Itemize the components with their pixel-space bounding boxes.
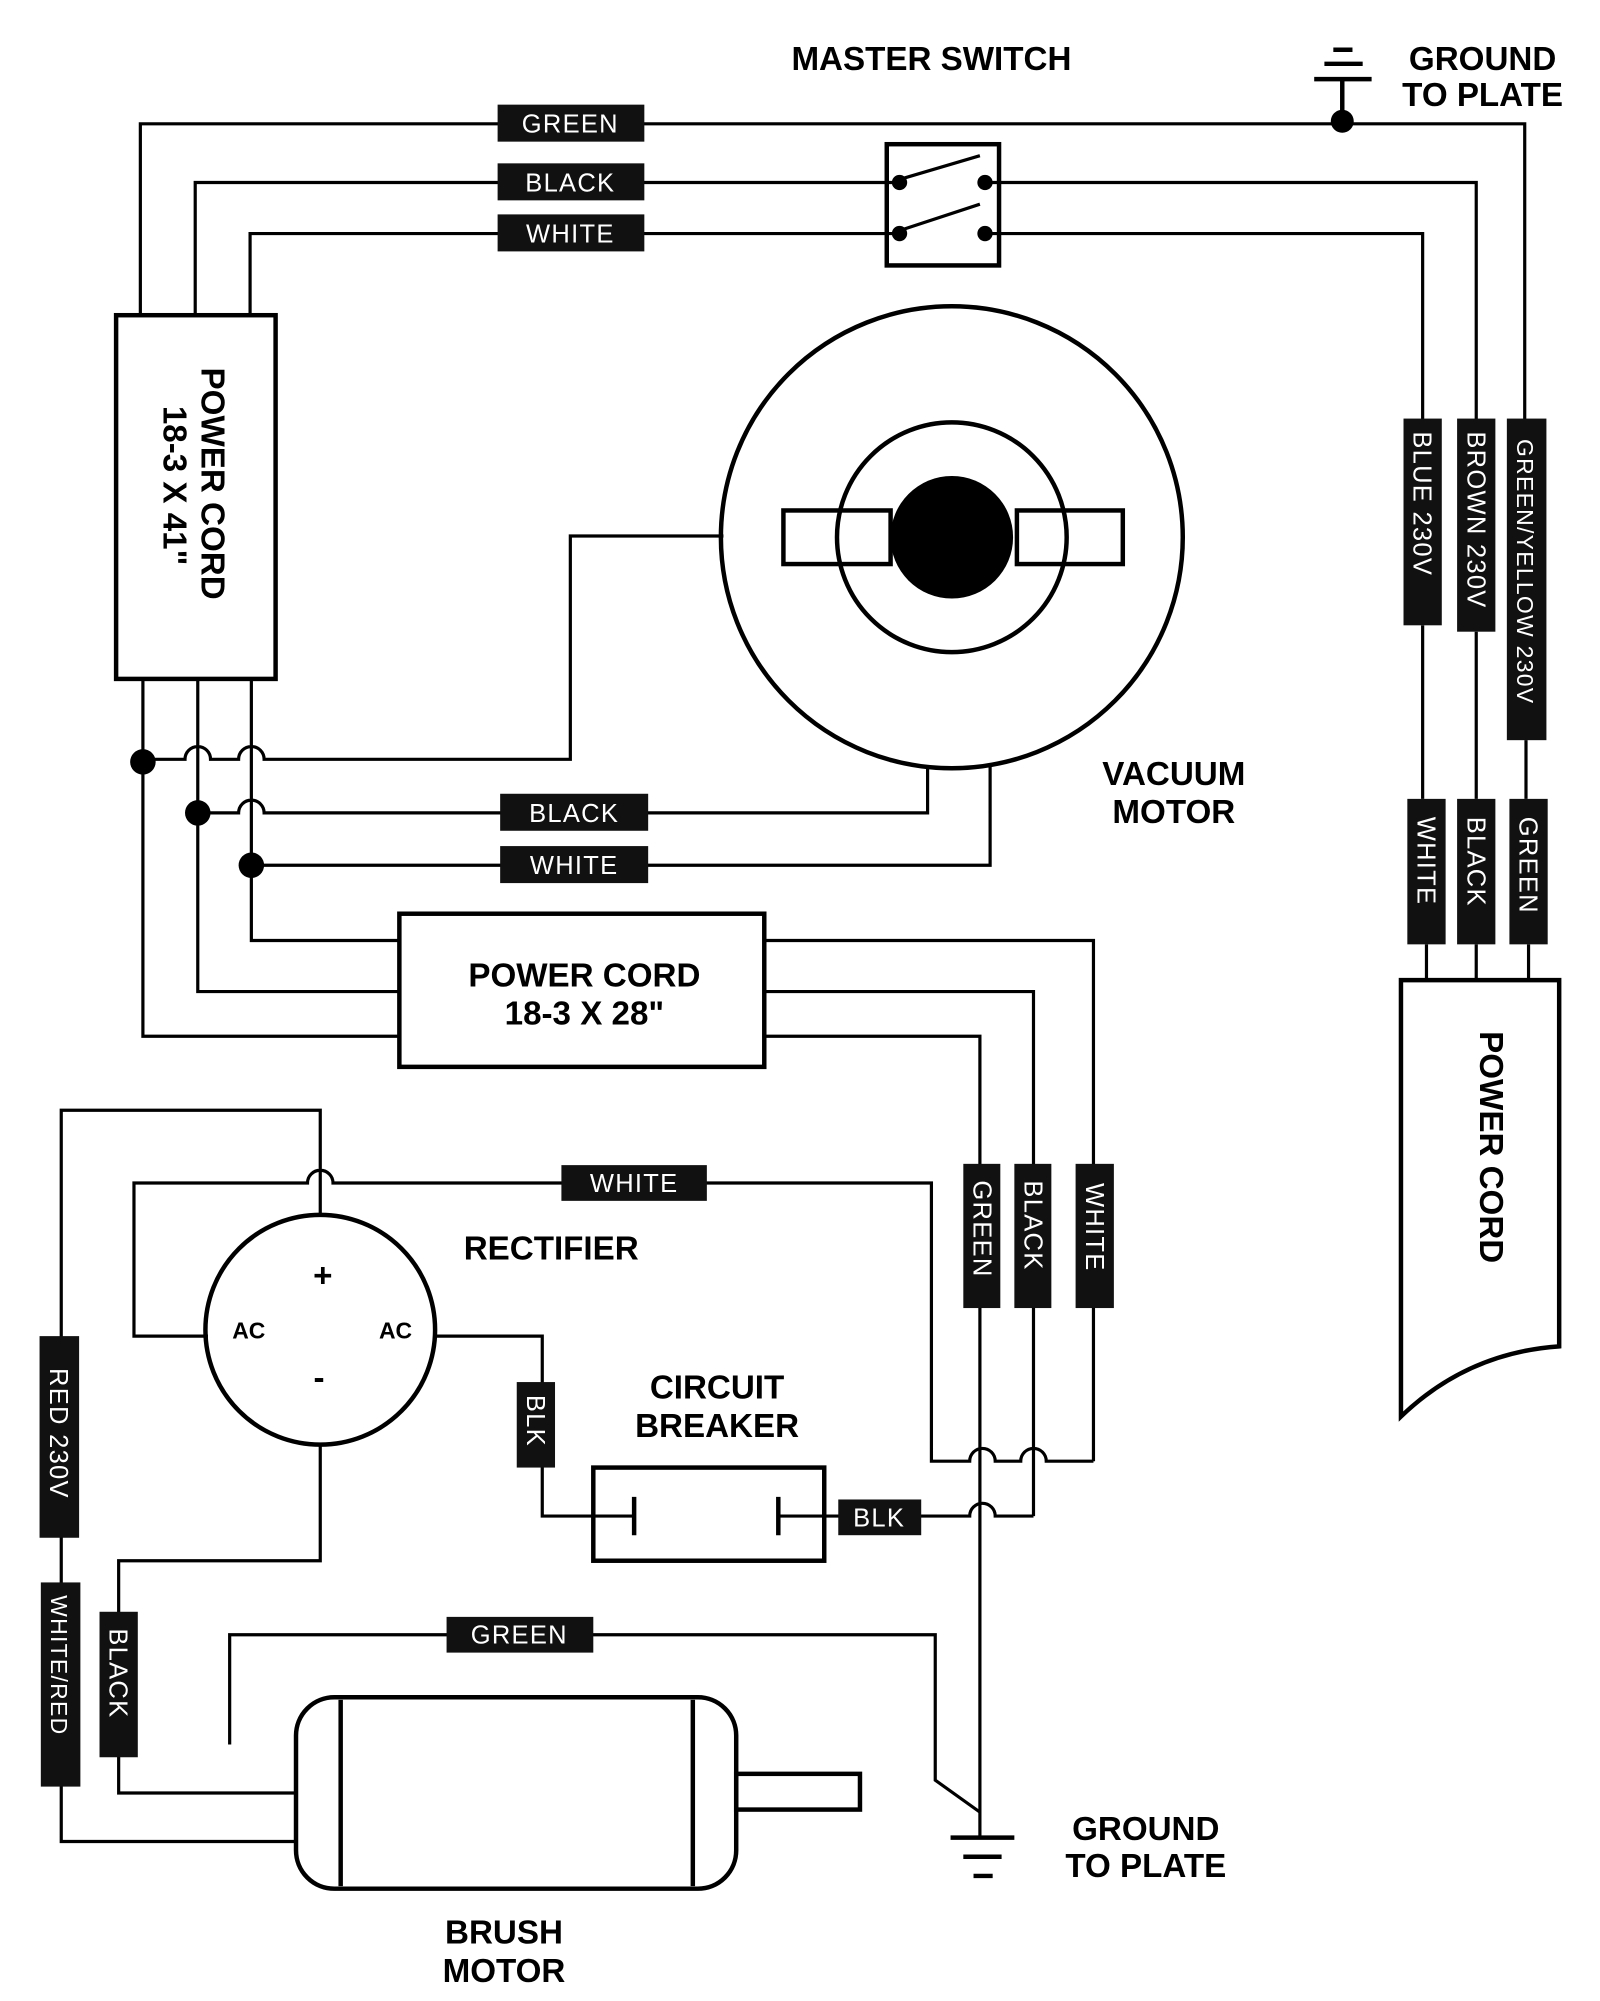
wire-label-blk-breaker: BLK [838, 1499, 922, 1536]
svg-text:BLACK: BLACK [1019, 1180, 1047, 1270]
wire-label-white-mid: WHITE [500, 846, 649, 884]
wires-middle [141, 534, 992, 1038]
junction-dot [185, 800, 211, 826]
wire-label-black-right: BLACK [1457, 798, 1496, 945]
ground-bottom-title-2: TO PLATE [1065, 1848, 1226, 1885]
svg-text:WHITE: WHITE [590, 1170, 679, 1198]
minus-label: - [313, 1359, 324, 1396]
brush-motor-title-2: MOTOR [443, 1953, 566, 1990]
wire-label-green-right: GREEN [1509, 798, 1548, 945]
svg-text:WHITE/RED: WHITE/RED [46, 1595, 72, 1735]
brush-motor [293, 1695, 863, 1891]
master-switch [884, 141, 1002, 268]
wires-right [1421, 625, 1531, 981]
rectifier-title: RECTIFIER [464, 1231, 639, 1268]
ac-right-label: AC [379, 1318, 412, 1344]
wire-label-red-230v: RED 230V [39, 1336, 80, 1538]
plus-label: + [313, 1257, 332, 1294]
svg-text:BLK: BLK [853, 1504, 905, 1532]
power-cord-41-title-2: 18-3 X 41" [155, 406, 192, 566]
ground-symbol-top [1314, 47, 1372, 122]
svg-text:WHITE: WHITE [1080, 1183, 1108, 1272]
svg-text:BLACK: BLACK [104, 1628, 132, 1718]
svg-text:BLACK: BLACK [525, 169, 615, 197]
wire-label-white-red: WHITE/RED [40, 1582, 81, 1787]
wire-label-black-vertical: BLACK [1014, 1163, 1052, 1309]
ac-left-label: AC [232, 1318, 265, 1344]
wire-label-white-rectifier: WHITE [561, 1165, 707, 1201]
svg-text:BLUE 230V: BLUE 230V [1408, 431, 1436, 576]
wire-label-brown-230v: BROWN 230V [1457, 418, 1496, 632]
wire-label-black-mid: BLACK [500, 793, 649, 831]
svg-text:WHITE: WHITE [530, 852, 619, 880]
wire-label-white-top: WHITE [497, 214, 645, 252]
master-switch-title: MASTER SWITCH [791, 41, 1071, 78]
svg-text:GREEN: GREEN [471, 1622, 568, 1650]
wire-label-blue-230v: BLUE 230V [1403, 418, 1442, 626]
wire-label-black-left: BLACK [99, 1611, 138, 1758]
wire-label-green-vertical: GREEN [963, 1163, 1001, 1309]
power-cord-41-box [113, 312, 278, 682]
brush-motor-title-1: BRUSH [445, 1915, 563, 1952]
svg-text:WHITE: WHITE [526, 220, 615, 248]
wire-label-green-bottom: GREEN [446, 1616, 594, 1653]
circuit-breaker [591, 1465, 827, 1563]
power-cord-right [1398, 977, 1562, 1422]
vacuum-motor [718, 304, 1186, 771]
power-cord-28-title-2: 18-3 X 28" [505, 996, 664, 1033]
svg-text:BLK: BLK [521, 1395, 549, 1447]
wires-cord28-out [764, 938, 1096, 1838]
svg-text:BLACK: BLACK [1461, 817, 1489, 907]
wire-label-blk-rectifier: BLK [516, 1382, 556, 1468]
ground-symbol-bottom [950, 1835, 1015, 1879]
svg-text:WHITE: WHITE [1412, 817, 1440, 906]
ground-top-title-2: TO PLATE [1402, 77, 1563, 114]
wire-label-green-top: GREEN [497, 104, 645, 142]
svg-text:RED 230V: RED 230V [44, 1368, 72, 1499]
wires-lower [59, 1108, 1094, 1844]
circuit-breaker-title-1: CIRCUIT [650, 1370, 784, 1407]
wire-label-white-right: WHITE [1407, 798, 1446, 945]
vacuum-motor-title-1: VACUUM [1102, 756, 1245, 793]
svg-text:GREEN: GREEN [1514, 817, 1542, 914]
power-cord-28-title-1: POWER CORD [468, 957, 700, 994]
junction-dot [238, 852, 265, 878]
wire-black-top [193, 180, 1478, 422]
wire-label-white-vertical: WHITE [1075, 1163, 1114, 1309]
vacuum-motor-title-2: MOTOR [1112, 794, 1235, 831]
ground-top-title-1: GROUND [1409, 41, 1556, 78]
svg-text:GREEN: GREEN [522, 111, 619, 139]
junction-dot [130, 749, 156, 775]
svg-text:GREEN/YELLOW 230V: GREEN/YELLOW 230V [1512, 439, 1538, 704]
svg-text:BLACK: BLACK [529, 800, 619, 828]
circuit-breaker-title-2: BREAKER [635, 1408, 799, 1445]
ground-bottom-title-1: GROUND [1072, 1811, 1219, 1848]
svg-text:BROWN 230V: BROWN 230V [1461, 431, 1489, 608]
power-cord-right-title: POWER CORD [1472, 1031, 1509, 1263]
wire-green-top [138, 122, 1527, 422]
wire-label-green-yellow-230v: GREEN/YELLOW 230V [1506, 418, 1547, 741]
svg-text:GREEN: GREEN [968, 1180, 996, 1277]
wire-label-black-top: BLACK [497, 163, 645, 201]
power-cord-41-title-1: POWER CORD [194, 368, 231, 600]
wire-white-top [248, 231, 1425, 422]
